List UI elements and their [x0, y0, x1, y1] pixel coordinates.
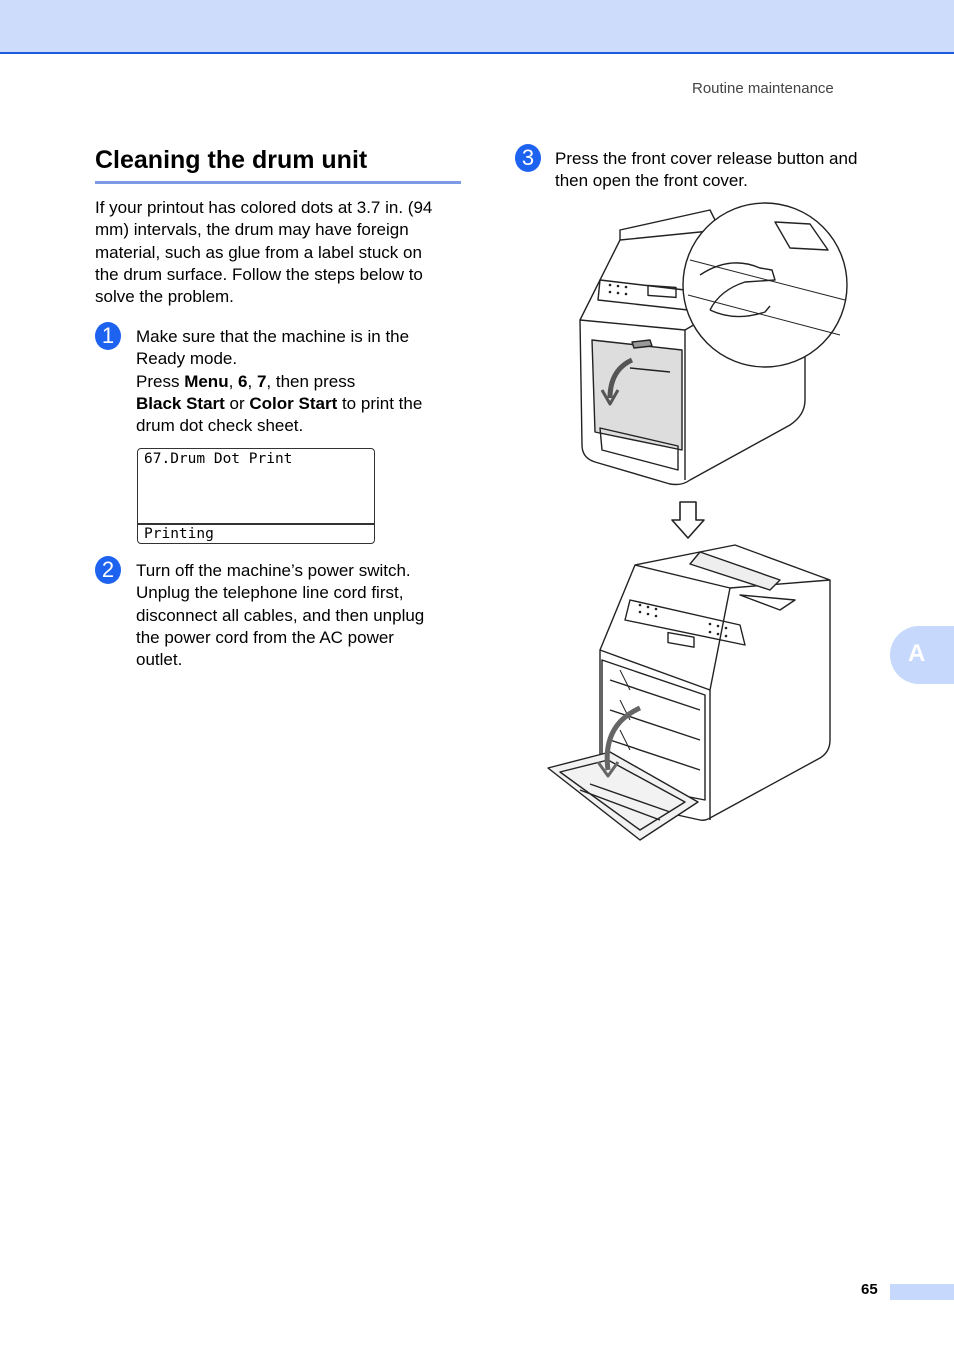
color-start-key: Color Start: [249, 393, 338, 413]
page-number-bar: [890, 1284, 954, 1300]
intro-line: If your printout has colored dots at 3.7…: [95, 198, 433, 217]
appendix-tab-label: A: [908, 640, 926, 667]
step-2-line: outlet.: [136, 650, 183, 670]
black-start-key: Black Start: [136, 393, 225, 413]
intro-line: material, such as glue from a label stuc…: [95, 242, 422, 262]
intro-paragraph: If your printout has colored dots at 3.7…: [95, 197, 463, 308]
intro-line: mm) intervals, the drum may have foreign: [95, 220, 409, 240]
menu-key: Menu: [184, 371, 229, 391]
step-1-line: to print the: [337, 393, 423, 413]
step-3-line: Press the front cover release button and: [555, 149, 858, 168]
lcd-divider: [138, 523, 374, 525]
step-3-text: Press the front cover release button and…: [555, 148, 895, 193]
down-arrow-icon: [671, 501, 705, 539]
lcd-line-1: 67.Drum Dot Print: [144, 451, 293, 467]
step-2-line: Unplug the telephone line cord first,: [136, 583, 404, 603]
title-underline: [95, 181, 461, 184]
separator: ,: [247, 371, 257, 391]
step-2-text: Turn off the machine’s power switch. Unp…: [136, 560, 466, 671]
step-2-line: disconnect all cables, and then unplug: [136, 605, 425, 625]
step-3-badge: 3: [515, 144, 541, 172]
section-title: Cleaning the drum unit: [95, 146, 368, 174]
step-1-line: , then press: [266, 371, 356, 391]
intro-line: the drum surface. Follow the steps below…: [95, 264, 423, 284]
header-band: [0, 0, 954, 54]
intro-line: solve the problem.: [95, 287, 234, 307]
step-1-text: Make sure that the machine is in the Rea…: [136, 326, 466, 437]
step-1-badge: 1: [95, 322, 121, 350]
lcd-line-2: Printing: [144, 526, 214, 542]
printer-open-illustration: [547, 544, 831, 841]
appendix-tab: A: [890, 626, 954, 684]
printer-closed-illustration: [579, 202, 848, 486]
separator: or: [224, 393, 250, 413]
key-7: 7: [256, 371, 267, 391]
step-1-line: drum dot check sheet.: [136, 416, 304, 436]
running-head: Routine maintenance: [692, 80, 834, 97]
lcd-display: 67.Drum Dot Print Printing: [137, 448, 375, 544]
separator: ,: [228, 371, 239, 391]
step-3-line: then open the front cover.: [555, 171, 748, 191]
step-2-line: the power cord from the AC power: [136, 627, 394, 647]
step-1-line: Press: [136, 371, 185, 391]
step-1-line: Ready mode.: [136, 349, 238, 369]
key-6: 6: [238, 371, 248, 391]
step-2-badge: 2: [95, 556, 121, 584]
page-number: 65: [861, 1281, 878, 1298]
step-1-line: Make sure that the machine is in the: [136, 327, 410, 346]
step-2-line: Turn off the machine’s power switch.: [136, 561, 411, 580]
